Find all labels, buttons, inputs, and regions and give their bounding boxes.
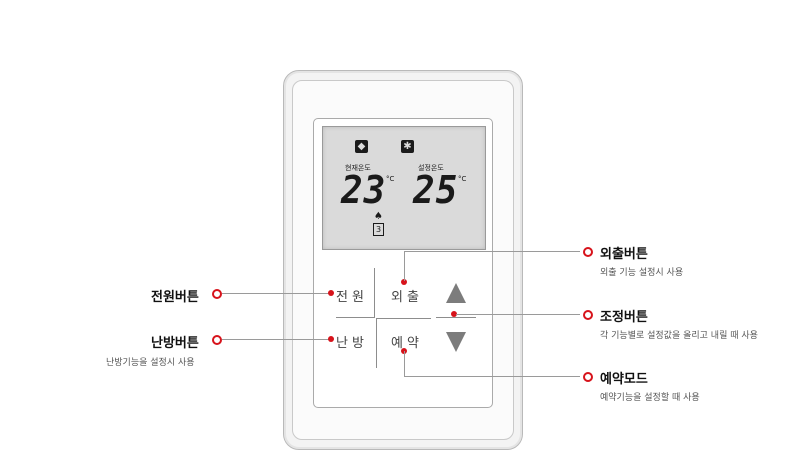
up-arrow-button[interactable] xyxy=(446,283,466,303)
set-temp-unit: °C xyxy=(458,175,467,183)
power-callout-line xyxy=(222,293,330,294)
set-temp-value: 25 xyxy=(413,168,459,212)
heat-level: 3 xyxy=(373,223,384,236)
away-callout-dot xyxy=(401,279,407,285)
separator-arrows xyxy=(436,317,476,318)
current-temp-unit: °C xyxy=(386,175,395,183)
power-button[interactable]: 전원 xyxy=(336,290,368,305)
adjust-callout-dot xyxy=(451,311,457,317)
separator-reserve xyxy=(376,318,377,368)
reserve-button[interactable]: 예약 xyxy=(391,336,423,351)
reserve-callout-marker xyxy=(583,372,593,382)
current-temp-label: 현재온도 xyxy=(345,164,371,172)
separator-reserve-top xyxy=(376,318,431,319)
reserve-callout-title: 예약모드 xyxy=(600,372,648,387)
current-temp-value: 23 xyxy=(341,168,387,212)
away-callout-desc: 외출 기능 설정시 사용 xyxy=(600,268,684,278)
away-callout-line-horizontal xyxy=(404,251,580,252)
power-callout-dot xyxy=(328,290,334,296)
down-arrow-button[interactable] xyxy=(446,332,466,352)
adjust-callout-marker xyxy=(583,310,593,320)
reserve-callout-line-vertical xyxy=(404,351,405,376)
away-callout-marker xyxy=(583,247,593,257)
adjust-callout-line xyxy=(456,314,580,315)
heating-callout-desc: 난방기능을 설정시 사용 xyxy=(106,358,195,368)
separator-power-bottom xyxy=(336,317,375,318)
power-callout-title: 전원버튼 xyxy=(151,290,199,305)
away-button[interactable]: 외출 xyxy=(391,290,423,305)
reserve-callout-line-horizontal xyxy=(404,376,580,377)
heating-callout-line xyxy=(222,339,330,340)
power-callout-marker xyxy=(212,289,222,299)
separator-power xyxy=(374,268,375,318)
set-temp-label: 설정온도 xyxy=(418,164,444,172)
adjust-callout-title: 조정버튼 xyxy=(600,310,648,325)
reserve-callout-desc: 예약기능을 설정할 때 사용 xyxy=(600,393,700,403)
heating-callout-title: 난방버튼 xyxy=(151,336,199,351)
snowflake-icon: ✱ xyxy=(401,140,414,153)
heating-button[interactable]: 난방 xyxy=(336,336,368,351)
adjust-callout-desc: 각 기능별로 설정값을 올리고 내릴 때 사용 xyxy=(600,331,758,341)
heating-callout-marker xyxy=(212,335,222,345)
heating-callout-dot xyxy=(328,336,334,342)
water-drop-icon: ◆ xyxy=(355,140,368,153)
away-callout-line-vertical xyxy=(404,251,405,281)
lcd-display: ◆ ✱ 현재온도 설정온도 23 °C 25 °C ♠ 3 xyxy=(322,126,486,250)
away-callout-title: 외출버튼 xyxy=(600,247,648,262)
flame-icon: ♠ xyxy=(374,211,383,222)
